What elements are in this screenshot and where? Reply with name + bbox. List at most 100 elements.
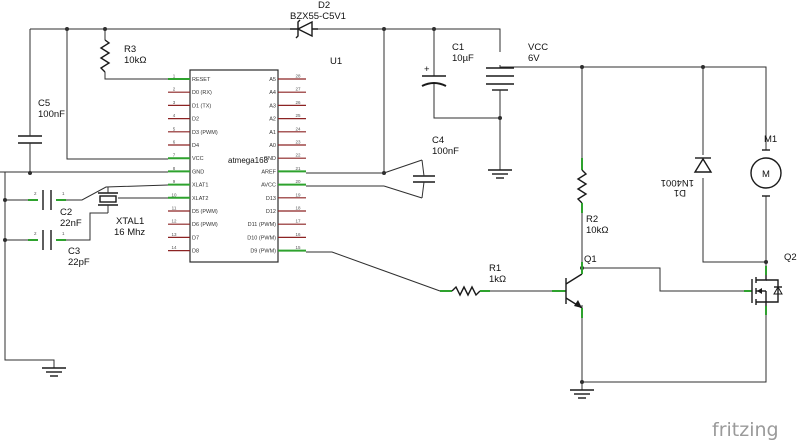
crystal-xtal1: XTAL1 16 Mhz [98, 187, 145, 238]
ic-pin-number: 11 [172, 206, 177, 211]
ic-pin-number: 28 [295, 74, 301, 79]
transistor-q1: Q1 [552, 254, 597, 318]
ic-pin-label: D12 [266, 209, 276, 215]
d2-value-label: BZX55-C5V1 [290, 11, 346, 22]
ic-pin-label: D11 (PWM) [248, 222, 276, 228]
ic-pin-label: D7 [192, 235, 199, 241]
c2-ref-label: C2 [60, 207, 72, 218]
ic-pin-label: GND [192, 169, 204, 175]
ic-pin-number: 18 [295, 206, 301, 211]
ic-pin-number: 22 [295, 153, 301, 158]
ic-pin-number: 6 [173, 140, 176, 145]
fritzing-wordmark: fritzing [712, 419, 779, 441]
u1-chip-name: atmega168 [228, 156, 269, 165]
ic-pin-number: 24 [295, 126, 301, 131]
c3-ref-label: C3 [68, 246, 80, 257]
ic-pin-number: 23 [295, 140, 301, 145]
c5-value-label: 100nF [38, 109, 65, 120]
q1-ref-label: Q1 [584, 254, 597, 265]
d1-value-label: 1N4001 [661, 177, 694, 188]
ic-pin-label: D6 (PWM) [192, 222, 218, 228]
ic-pin-number: 7 [173, 153, 176, 158]
c1-value-label: 10µF [452, 53, 474, 64]
capacitor-c4: C4 100nF [413, 135, 459, 199]
c2-pin-a: 2 [34, 191, 37, 196]
c3-pin-b: 1 [62, 231, 65, 236]
ground-symbol-left [42, 367, 66, 377]
ic-pin-number: 9 [173, 179, 176, 184]
vcc-ref-label: VCC [528, 42, 548, 53]
c4-value-label: 100nF [432, 146, 459, 157]
ic-pin-number: 10 [171, 192, 177, 197]
junctions [3, 27, 768, 384]
wires [0, 28, 767, 390]
ic-pin-label: XLAT1 [192, 183, 208, 189]
r2-ref-label: R2 [586, 214, 598, 225]
ic-pin-label: D10 (PWM) [247, 235, 276, 241]
d2-ref-label: D2 [318, 0, 330, 11]
ic-pin-label: A4 [269, 90, 276, 96]
ic-pin-label: RESET [192, 77, 211, 83]
c4-ref-label: C4 [432, 135, 444, 146]
r3-value-label: 10kΩ [124, 55, 146, 66]
ic-pin-number: 4 [173, 113, 176, 118]
ic-pin-label: D8 [192, 249, 199, 255]
resistor-r1: R1 1kΩ [440, 263, 506, 297]
r1-value-label: 1kΩ [489, 274, 506, 285]
ic-pin-label: AREF [261, 169, 276, 175]
ic-pin-label: A3 [269, 103, 276, 109]
ic-pin-label: GND [264, 156, 276, 162]
ic-pin-number: 13 [171, 232, 177, 237]
c3-pin-a: 2 [34, 231, 37, 236]
ic-pin-label: AVCC [261, 183, 276, 189]
ic-pin-label: VCC [192, 156, 204, 162]
c5-ref-label: C5 [38, 98, 50, 109]
r2-value-label: 10kΩ [586, 225, 608, 236]
ic-pin-label: A2 [269, 117, 276, 123]
c2-value-label: 22nF [60, 218, 82, 229]
u1-ref-label: U1 [330, 56, 342, 67]
ic-pin-number: 8 [173, 166, 176, 171]
c1-plus-sign: + [424, 64, 430, 75]
ic-pin-label: D1 (TX) [192, 103, 211, 109]
ic-pin-number: 25 [295, 113, 301, 118]
ic-pin-label: D5 (PWM) [192, 209, 218, 215]
ground-symbol-middle [488, 169, 512, 179]
vcc-value-label: 6V [528, 53, 540, 64]
ic-pin-number: 14 [171, 245, 177, 250]
battery-vcc: VCC 6V [486, 42, 548, 100]
capacitor-c3: 2 1 C3 22pF [28, 230, 90, 268]
ic-pin-number: 17 [295, 219, 301, 224]
ic-pin-label: D0 (RX) [192, 90, 212, 96]
c3-value-label: 22pF [68, 257, 90, 268]
r1-ref-label: R1 [489, 263, 501, 274]
d1-ref-label: D1 [674, 187, 686, 198]
ic-pin-label: D9 (PWM) [250, 249, 276, 255]
ic-pin-number: 20 [295, 179, 301, 184]
resistor-r2: R2 10kΩ [576, 158, 608, 236]
resistor-r3: R3 10kΩ [99, 39, 146, 73]
ic-pin-number: 2 [173, 87, 176, 92]
ic-pin-label: A0 [269, 143, 276, 149]
ic-pin-number: 12 [171, 219, 177, 224]
ic-pin-number: 27 [295, 87, 301, 92]
ic-pin-number: 16 [295, 232, 301, 237]
ic-pin-label: A5 [269, 77, 276, 83]
capacitor-c2: 2 1 C2 22nF [28, 190, 82, 229]
ic-pin-label: XLAT2 [192, 196, 208, 202]
ic-pin-number: 21 [295, 166, 301, 171]
ic-pin-number: 26 [295, 100, 301, 105]
ground-symbol-bottom [570, 389, 594, 399]
ic-pin-number: 3 [173, 100, 176, 105]
ic-pin-label: D3 (PWM) [192, 130, 218, 136]
mosfet-q2: Q2 [744, 252, 797, 315]
ic-pin-number: 1 [173, 74, 176, 79]
ic-pin-label: D4 [192, 143, 199, 149]
q2-ref-label: Q2 [784, 252, 797, 263]
capacitor-c5: C5 100nF [18, 98, 65, 150]
fritzing-logo: fritzing [712, 419, 779, 441]
motor-symbol: M [762, 169, 770, 180]
c2-pin-b: 1 [62, 191, 65, 196]
